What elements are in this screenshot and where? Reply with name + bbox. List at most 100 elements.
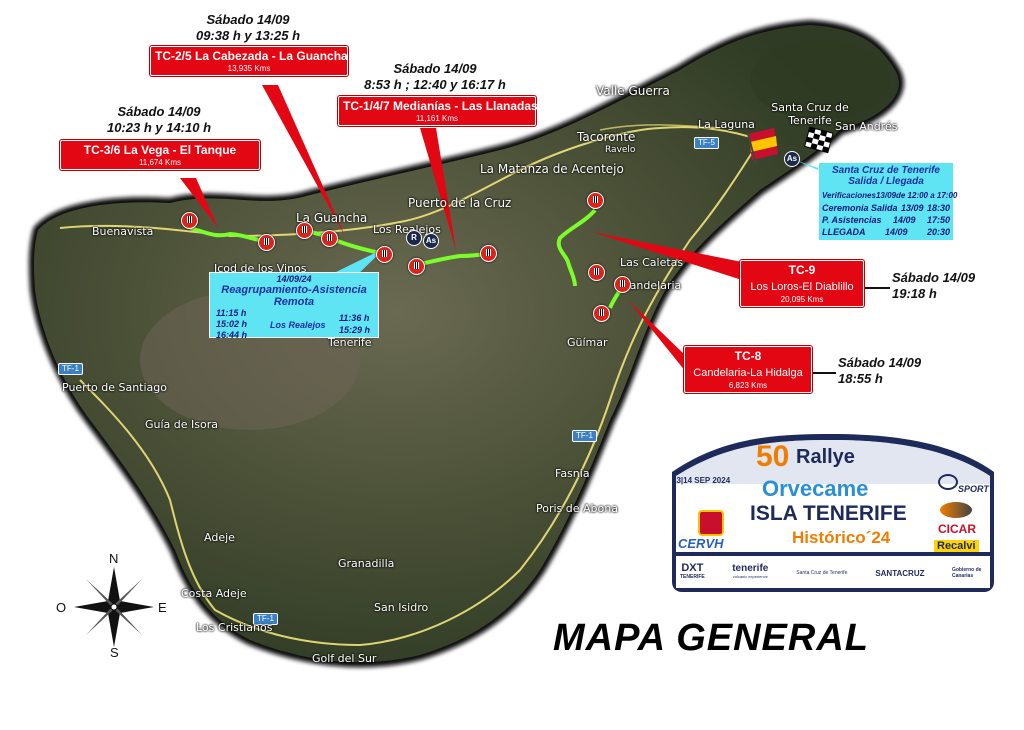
town-label: Costa Adeje	[181, 587, 247, 600]
map-title: MAPA GENERAL	[553, 617, 869, 659]
town-label: Granadilla	[338, 557, 395, 570]
main-road-south	[79, 139, 761, 647]
pointer-tc9	[592, 232, 742, 280]
stage-start-marker	[376, 246, 393, 263]
town-label: Güímar	[567, 336, 608, 349]
town-label: Candelaria	[622, 279, 682, 292]
stage-date-tc1: Sábado 14/09 8:53 h ; 12:40 y 16:17 h	[340, 61, 530, 93]
schedule-row: LLEGADA 14/09 20:30	[822, 227, 950, 237]
schedule-row: P. Asistencias 14/09 17:50	[822, 215, 950, 225]
compass-rose-icon	[74, 567, 154, 647]
town-label: Icod de los Vinos	[214, 262, 307, 275]
town-label: Adeje	[204, 531, 235, 544]
town-label: Tenerife	[328, 336, 372, 349]
stage-date-tc3: Sábado 14/09 10:23 h y 14:10 h	[84, 104, 234, 136]
stage-finish-marker	[593, 305, 610, 322]
reagrupamiento-info-box: 14/09/24 Reagrupamiento-Asistencia Remot…	[209, 272, 379, 340]
stage-name: TC-3/6 La Vega - El Tanque	[83, 143, 237, 157]
town-label: San Andrés	[835, 120, 898, 133]
stage-date-tc9: Sábado 14/09 19:18 h	[892, 270, 975, 302]
stage-finish-marker	[321, 230, 338, 247]
cervh-logo: CERVH	[678, 536, 724, 551]
town-label: Las Caletas	[620, 256, 684, 269]
stage-times: 19:18 h	[892, 286, 937, 301]
stage-distance: 11,674 Kms	[138, 158, 182, 167]
stage-box-tc8: TC-8 Candelaria-La Hidalga 6,823 Kms	[684, 346, 812, 393]
cicar-bird-icon	[940, 502, 972, 518]
santa-cruz-info-box: Santa Cruz de Tenerife Salida / Llegada …	[818, 162, 958, 241]
compass-west: O	[56, 600, 67, 615]
schedule-row: Verificaciones 13/09 de 12:00 a 17:00	[822, 191, 958, 200]
stage-route-tc9	[556, 208, 597, 287]
santa-cruz-subtitle: Salida / Llegada	[848, 176, 924, 187]
town-label: Ravelo	[605, 145, 636, 155]
stage-times: 10:23 h y 14:10 h	[106, 120, 212, 135]
town-label: Valle Guerra	[596, 84, 670, 98]
stage-distance: 13,935 Kms	[227, 64, 271, 73]
stage-name: Candelaria-La Hidalga	[693, 367, 803, 379]
town-label: Golf del Sur	[312, 652, 377, 665]
town-label: San Isidro	[374, 601, 429, 614]
town-label: Los Cristianos	[196, 621, 273, 634]
rally-number: 50	[756, 440, 790, 473]
stage-start-marker	[408, 258, 425, 275]
stage-times: 09:38 h y 13:25 h	[195, 28, 301, 43]
reagrupamiento-title: Reagrupamiento-Asistencia Remota	[221, 284, 367, 308]
reagrupamiento-marker: R	[406, 230, 422, 246]
pointer-tc2	[262, 85, 345, 236]
town-label: Puerto de Santiago	[62, 381, 168, 394]
checkered-flag-icon	[804, 126, 834, 154]
stage-day: Sábado 14/09	[892, 270, 976, 285]
rally-dates: 13|14 SEP 2024	[672, 476, 731, 485]
cicar-logo: CICAR	[938, 522, 976, 536]
reagrupamiento-date: 14/09/24	[276, 274, 312, 284]
stage-box-tc9: TC-9 Los Loros-El Diablillo 20,095 Kms	[740, 260, 864, 307]
stage-start-marker	[181, 212, 198, 229]
stage-date-tc2: Sábado 14/09 09:38 h y 13:25 h	[178, 12, 318, 44]
spain-flag-icon	[747, 128, 778, 164]
rally-historico: Histórico´24	[792, 528, 891, 547]
compass-north: N	[109, 551, 119, 566]
island-land	[34, 25, 899, 663]
stage-day: Sábado 14/09	[117, 104, 201, 119]
compass-east: E	[158, 600, 167, 615]
schedule-row: Ceremonia Salida 13/09 18:30	[822, 203, 950, 213]
town-label: La Guancha	[296, 211, 368, 225]
stage-route-tc3	[189, 226, 269, 244]
town-label: Guía de Isora	[145, 418, 219, 431]
town-label: Tacoronte	[577, 130, 636, 144]
anaga-massif	[750, 40, 890, 120]
rally-logo: 13|14 SEP 2024 50 Rallye Orvecame ISLA T…	[662, 432, 1004, 592]
town-label: La Laguna	[698, 118, 755, 131]
stage-start-marker	[587, 192, 604, 209]
town-label: La Matanza de Acentejo	[480, 162, 624, 176]
town-label: Los Realejos	[373, 223, 441, 236]
stage-distance: 11,161 Kms	[415, 114, 459, 123]
sport-logo: SPORT	[958, 484, 989, 494]
reagrupamiento-left-times: 11:15 h 15:02 h 16:44 h	[216, 308, 248, 340]
sponsor-gobierno-canarias: Gobierno de Canarias	[951, 567, 982, 579]
cervh-emblem-icon	[698, 510, 724, 536]
road-label-tf5: TF-5	[694, 137, 719, 149]
sport-emblem-icon	[938, 474, 958, 490]
compass-south: S	[110, 645, 119, 660]
stage-code: TC-9	[788, 263, 816, 277]
road-label-tf1-east: TF-1	[572, 430, 597, 442]
town-label: Poris de Abona	[536, 502, 618, 515]
reagrupamiento-right-times: 11:36 h 15:29 h	[338, 313, 370, 335]
reagrupamiento-place: Los Realejos	[270, 320, 326, 330]
asistencia-marker: As	[423, 233, 439, 249]
stage-start-marker	[296, 222, 313, 239]
sponsor-strip: DXT TENERIFE tenerife volcanic experienc…	[680, 563, 986, 582]
pointer-tc1	[420, 128, 456, 250]
stage-times: 8:53 h ; 12:40 y 16:17 h	[364, 77, 506, 92]
sponsor-santacruz: SANTACRUZ	[875, 568, 925, 578]
stage-start-marker	[614, 276, 631, 293]
stage-name: Los Loros-El Diablillo	[750, 281, 854, 293]
stage-box-tc1: TC-1/4/7 Medianías - Las Llanadas 11,161…	[338, 96, 538, 126]
stage-finish-marker	[258, 234, 275, 251]
pointer-tc8	[628, 300, 686, 372]
stage-box-tc2: TC-2/5 La Cabezada - La Guancha 13,935 K…	[150, 46, 348, 76]
stage-distance: 6,823 Kms	[728, 381, 768, 390]
stage-day: Sábado 14/09	[838, 355, 922, 370]
